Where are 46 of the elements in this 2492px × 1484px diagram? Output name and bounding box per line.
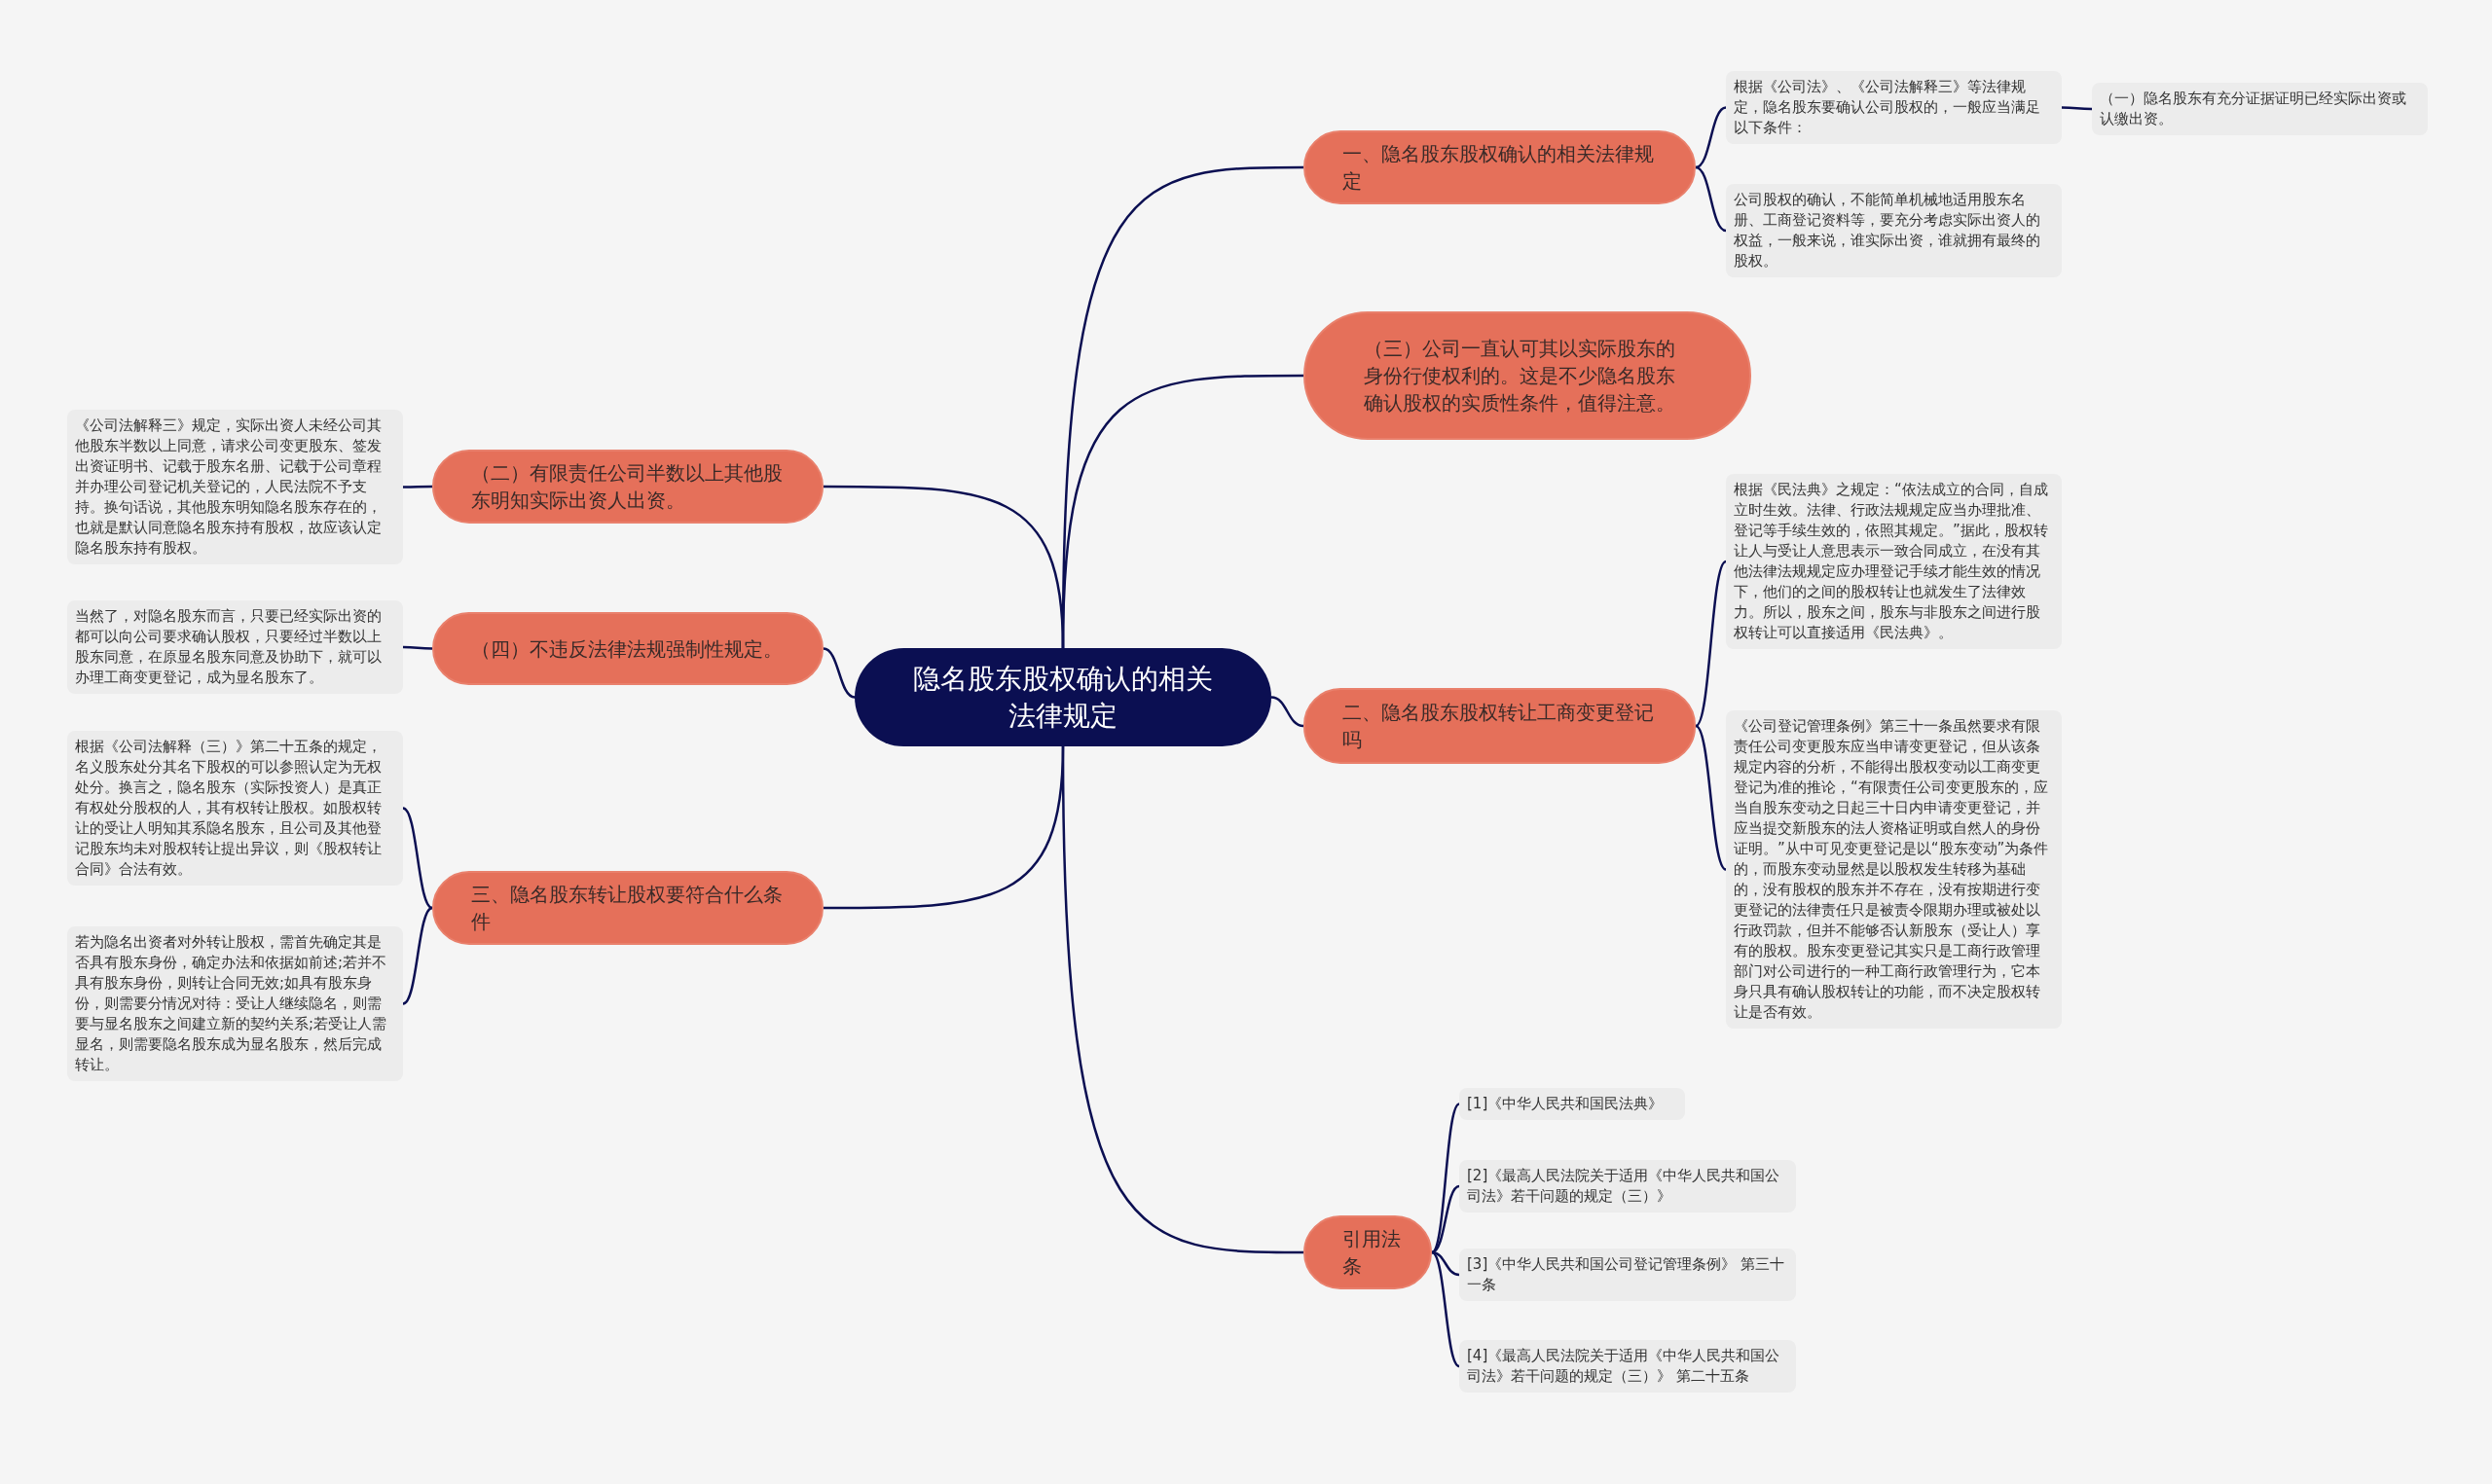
topic-text: （三）公司一直认可其以实际股东的身份行使权利的。这是不少隐名股东确认股权的实质性条件，值得注意。 (1364, 336, 1676, 416)
note-card (1459, 1249, 1796, 1301)
topic-text: 根据《民法典》之规定：“依法成立的合同，自成立时生效。法律、行政法规规定应当办理批准、登记等手续生效的，依照其规定。”据此，股权转让人与受让人意思表示一致合同成立，在没有其他法律法规规定应办理登记手续才能生效的情况下，他们的之间的股权转让也就发生了法律效力。所以，股东之间，股东与非股东之间进行股权转让可以直接适用《民法典》。 (1734, 480, 2049, 643)
connector-line (824, 485, 1065, 649)
connector-line (1431, 1250, 1460, 1277)
connector-line (1270, 696, 1304, 728)
topic-text: 《公司法解释三》规定，实际出资人未经公司其他股东半数以上同意，请求公司变更股东、签发出资证明书、记载于股东名册、记载于公司章程并办理公司登记机关登记的，人民法院不予支持。换句话说，其他股东明知隐名股东存在的，也就是默认同意隐名股东持有股权，故应该认定隐名股东持有股权。 (75, 416, 383, 559)
connector-line (1695, 561, 1727, 727)
topic-text: 若为隐名出资者对外转让股权，需首先确定其是否具有股东身份，确定办法和依据如前述;若并不具有股东身份，则转让合同无效;如具有股东身份，则需要分情况对待：受让人继续隐名，则需要与显名股东之间建立新的契约关系;若受让人需显名，则需要隐名股东成为显名股东，然后完成转让。 (75, 932, 388, 1075)
connector-line (403, 485, 432, 489)
topic-text: [3]《中华人民共和国公司登记管理条例》 第三十一条 (1467, 1254, 1785, 1295)
topic-text: 二、隐名股东股权转让工商变更登记吗 (1342, 700, 1655, 753)
note-card (67, 410, 403, 564)
note-card (1726, 71, 2062, 144)
topic-text: （一）隐名股东有充分证据证明已经实际出资或认缴出资。 (2100, 89, 2407, 129)
topic-text: 一、隐名股东股权确认的相关法律规定 (1342, 141, 1655, 195)
connector-line (824, 745, 1065, 910)
topic-text: 公司股权的确认，不能简单机械地适用股东名册、工商登记资料等，要充分考虑实际出资人的权益，一般来说，谁实际出资，谁就拥有最终的股权。 (1734, 190, 2041, 271)
note-card (67, 600, 403, 694)
topic-text: [1]《中华人民共和国民法典》 (1467, 1094, 1665, 1114)
connector-line (1695, 165, 1727, 233)
note-card (67, 731, 403, 886)
topic-text: 三、隐名股东转让股权要符合什么条件 (471, 882, 784, 935)
topic-text: 隐名股东股权确认的相关法律规定 (913, 661, 1213, 734)
connector-line (2062, 106, 2092, 111)
connector-line (1695, 725, 1727, 871)
note-card (1726, 184, 2062, 277)
topic-text: 引用法条 (1342, 1226, 1401, 1280)
topic-text: [4]《最高人民法院关于适用《中华人民共和国公司法》若干问题的规定（三）》 第二十五条 (1467, 1346, 1781, 1387)
topic-text: 根据《公司法解释（三）》第二十五条的规定，名义股东处分其名下股权的可以参照认定为无权处分。换言之，隐名股东（实际投资人）是真正有权处分股权的人，其有权转让股权。如股权转让的受让人明知其系隐名股东，且公司及其他登记股东均未对股权转让提出异议，则《股权转让合同》合法有效。 (75, 737, 383, 880)
connector-line (402, 807, 433, 910)
topic-text: 当然了，对隐名股东而言，只要已经实际出资的都可以向公司要求确认股权，只要经过半数以上股东同意，在原显名股东同意及协助下，就可以办理工商变更登记，成为显名股东了。 (75, 606, 383, 688)
note-card (1459, 1340, 1796, 1393)
topic-text: 《公司登记管理条例》第三十一条虽然要求有限责任公司变更股东应当申请变更登记，但从该条规定内容的分析，不能得出股权变动以工商变更登记为准的推论，“有限责任公司变更股东的，应当自股东变动之日起三十日内申请变更登记，并应当提交新股东的法人资格证明或自然人的身份证明。”从中可见变更登记是以“股东变动”为条件的，而股东变动显然是以股权发生转移为基础的，没有股权的股东并不存在，没有按期进行变更登记的法律责任只是被责令限期办理或被处以行政罚款，但并不能够否认新股东（受让人）享有的股权。股东变更登记其实只是工商行政管理部门对公司进行的一种工商行政管理行为，它本身只具有确认股权转让的功能，而不决定股权转让是否有效。 (1734, 716, 2050, 1023)
note-card (2092, 83, 2428, 135)
note-card (1459, 1088, 1685, 1120)
note-card (1459, 1160, 1796, 1213)
topic-text: 根据《公司法》、《公司法解释三》等法律规定，隐名股东要确认公司股权的，一般应当满足以下条件： (1734, 77, 2041, 138)
connector-line (403, 645, 432, 650)
topic-text: （四）不违反法律法规强制性规定。 (471, 635, 783, 663)
topic-text: [2]《最高人民法院关于适用《中华人民共和国公司法》若干问题的规定（三）》 (1467, 1166, 1781, 1207)
connector-line (823, 647, 856, 699)
connector-line (1695, 106, 1727, 169)
connector-line (402, 906, 433, 1005)
connector-line (1431, 1251, 1460, 1367)
topic-text: （二）有限责任公司半数以上其他股东明知实际出资人出资。 (471, 460, 784, 514)
